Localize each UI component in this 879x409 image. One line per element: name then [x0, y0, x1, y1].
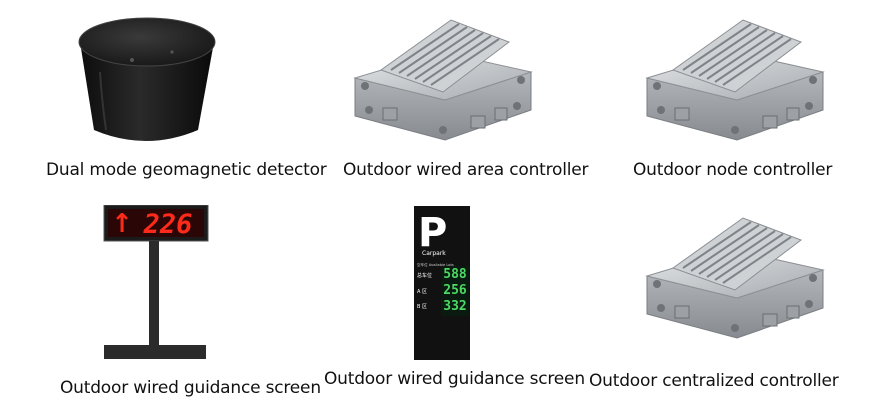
panel-row-value: 588	[443, 267, 467, 282]
panel-row-label: 总车位	[417, 272, 432, 279]
controller-enclosure-icon	[646, 217, 824, 339]
panel-row-value: 256	[443, 283, 467, 298]
led-arrow: ↑	[111, 209, 133, 239]
controller-enclosure-icon	[646, 19, 824, 141]
panel-row-value: 332	[443, 299, 466, 314]
product-caption: Dual mode geomagnetic detector	[46, 160, 327, 180]
panel-row-label: B 区	[417, 304, 427, 310]
product-caption: Outdoor wired guidance screen	[60, 378, 321, 398]
geomagnetic-detector-icon	[78, 17, 216, 141]
product-caption: Outdoor node controller	[633, 160, 833, 180]
product-caption: Outdoor wired area controller	[343, 160, 589, 180]
panel-logo: P	[418, 210, 447, 256]
panel-brand: Carpark	[422, 250, 446, 257]
product-caption: Outdoor wired guidance screen	[324, 369, 585, 389]
product-caption: Outdoor centralized controller	[589, 371, 839, 391]
panel-row-label: A 区	[417, 289, 427, 295]
led-number: 226	[143, 209, 193, 240]
parking-guidance-panel-icon: P Carpark 空车位 Available Lots 总车位 A 区 B 区…	[414, 206, 470, 360]
controller-enclosure-icon	[354, 19, 532, 141]
pole-led-sign-icon: ↑ 226	[103, 205, 209, 359]
panel-subtitle: 空车位 Available Lots	[417, 262, 454, 267]
